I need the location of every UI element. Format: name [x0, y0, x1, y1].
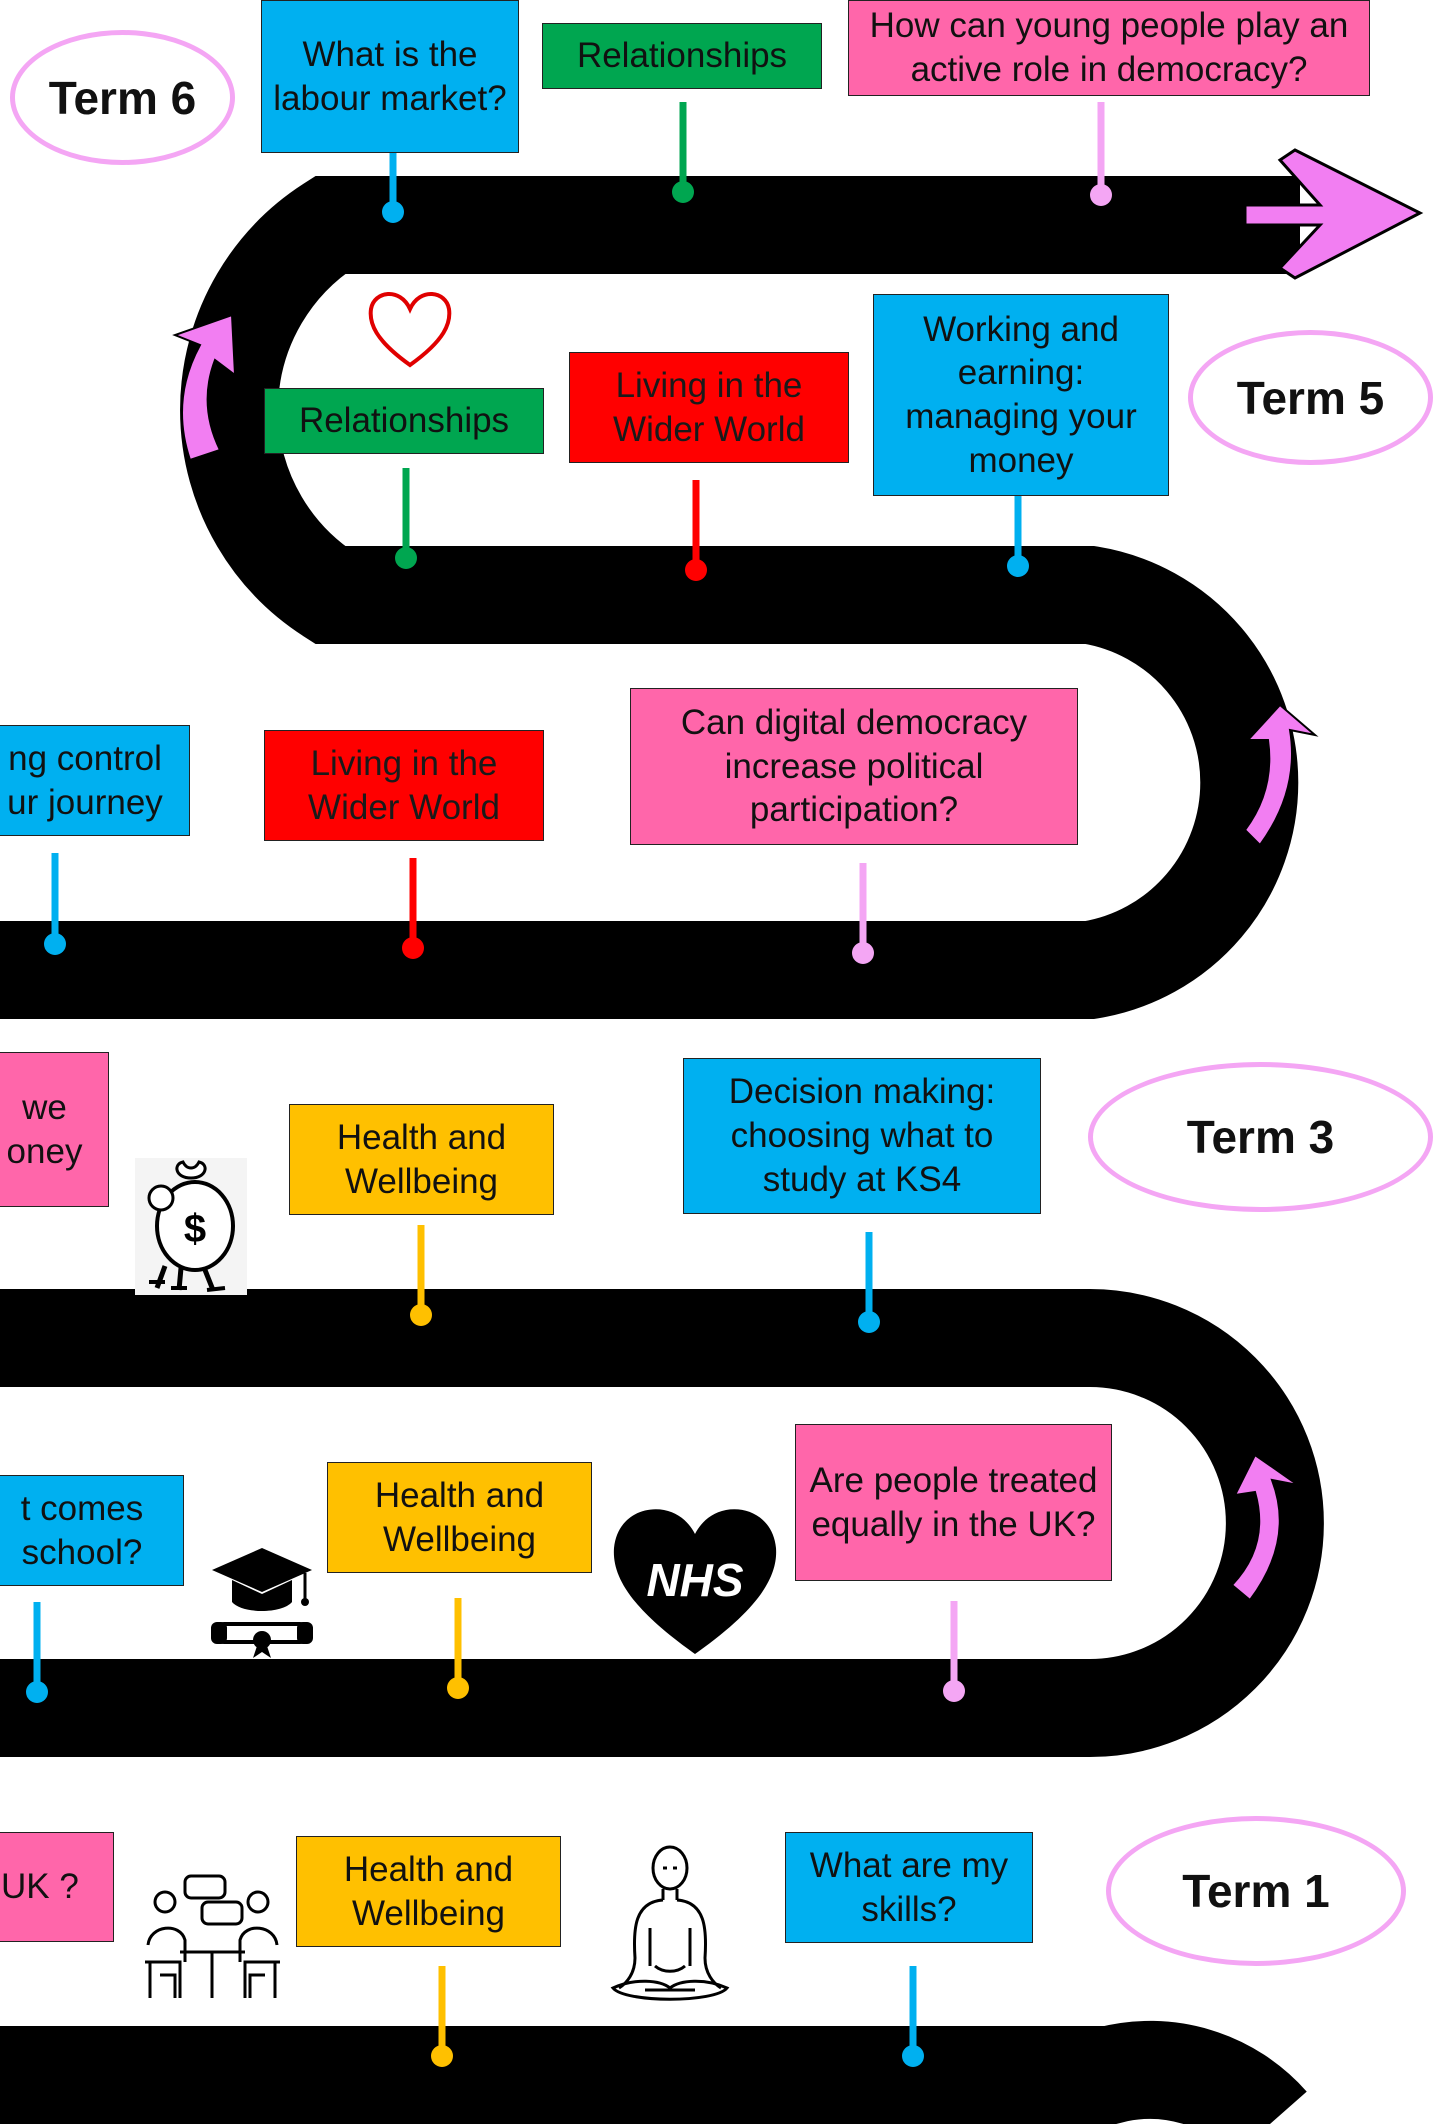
milestone-working-earning: Working and earning: managing your money	[873, 294, 1169, 496]
milestone-decision-making: Decision making: choosing what to study …	[683, 1058, 1041, 1214]
milestone-labour-market: What is the labour market?	[261, 0, 519, 153]
milestone-taking-control: ng control ur journey	[0, 725, 190, 836]
milestone-relationships-mid: Relationships	[264, 388, 544, 454]
forward-arrow-icon	[1243, 148, 1424, 280]
milestone-treated-equally: Are people treated equally in the UK?	[795, 1424, 1112, 1581]
svg-text:NHS: NHS	[646, 1554, 743, 1606]
term-6-label: Term 6	[10, 30, 235, 165]
milestone-lww-term5: Living in the Wider World	[569, 352, 849, 463]
milestone-after-school: t comes school?	[0, 1475, 184, 1586]
milestone-hw-term1: Health and Wellbeing	[296, 1836, 561, 1947]
term-3-label: Term 3	[1088, 1062, 1433, 1212]
milestone-digital-democracy: Can digital democracy increase political…	[630, 688, 1078, 845]
meditation-icon	[610, 1845, 730, 2001]
term-5-label: Term 5	[1188, 330, 1433, 465]
milestone-lww-term4: Living in the Wider World	[264, 730, 544, 841]
milestone-uk-partial: UK ?	[0, 1832, 114, 1942]
money-bag-icon: $	[135, 1158, 247, 1295]
milestone-money-partial: we oney	[0, 1052, 109, 1207]
milestone-hw-term2: Health and Wellbeing	[327, 1462, 592, 1573]
milestone-democracy-active: How can young people play an active role…	[848, 0, 1370, 96]
curve-arrow-icon	[1243, 703, 1319, 847]
graduation-cap-icon	[211, 1548, 313, 1658]
milestone-skills: What are my skills?	[785, 1832, 1033, 1943]
curve-arrow-icon	[172, 313, 237, 462]
svg-text:$: $	[184, 1207, 206, 1251]
milestone-relationships-top: Relationships	[542, 23, 822, 89]
meeting-icon	[145, 1874, 280, 1998]
curve-arrow-icon	[1230, 1453, 1299, 1602]
heart-outline-icon	[368, 292, 452, 368]
nhs-heart-icon: NHS	[613, 1509, 777, 1654]
term-1-label: Term 1	[1106, 1816, 1406, 1966]
milestone-hw-term3: Health and Wellbeing	[289, 1104, 554, 1215]
